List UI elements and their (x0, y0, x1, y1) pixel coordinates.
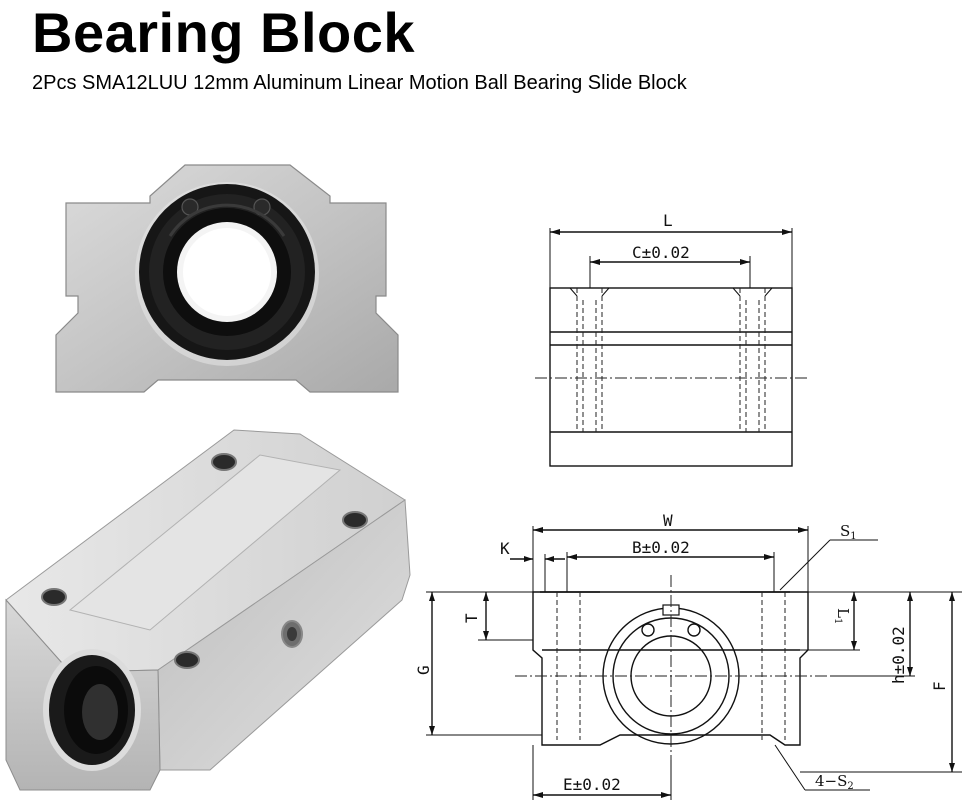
dim-g-label: G (414, 665, 433, 675)
dim-e-label: E±0.02 (563, 775, 621, 794)
dim-h-label: h±0.02 (889, 626, 908, 684)
bearing-block-iso-photo (5, 429, 411, 791)
dim-width-label: W (663, 511, 673, 530)
dim-t-label: T (462, 613, 481, 623)
dim-hole-spacing-label: C±0.02 (632, 243, 690, 262)
dim-b-label: B±0.02 (632, 538, 690, 557)
dim-l1-label: L1 (832, 608, 852, 624)
side-view-drawing: L C±0.02 (535, 211, 808, 467)
product-subtitle: 2Pcs SMA12LUU 12mm Aluminum Linear Motio… (32, 72, 687, 94)
dim-k-label: K (500, 539, 510, 558)
dim-s1-label: S1 (840, 522, 857, 542)
page-title: Bearing Block (32, 1, 416, 64)
dim-s2-label: 4−S2 (815, 772, 854, 792)
dim-length-label: L (663, 211, 673, 230)
front-view-drawing: W K B±0.02 S1 (414, 511, 962, 800)
bearing-block-end-photo (55, 164, 399, 393)
dim-f-label: F (930, 681, 949, 691)
